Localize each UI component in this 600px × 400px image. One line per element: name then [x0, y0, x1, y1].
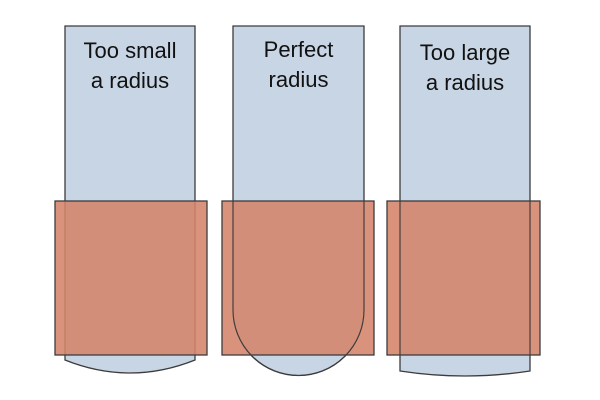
block-perfect: [221, 200, 375, 356]
panel-perfect: [221, 25, 375, 377]
panel-too-small: [54, 25, 208, 374]
block-too-small: [54, 200, 208, 356]
profile-too-large: [399, 201, 531, 355]
block-too-large: [386, 200, 541, 356]
profile-perfect: [232, 201, 365, 376]
panel-too-large: [386, 25, 541, 377]
